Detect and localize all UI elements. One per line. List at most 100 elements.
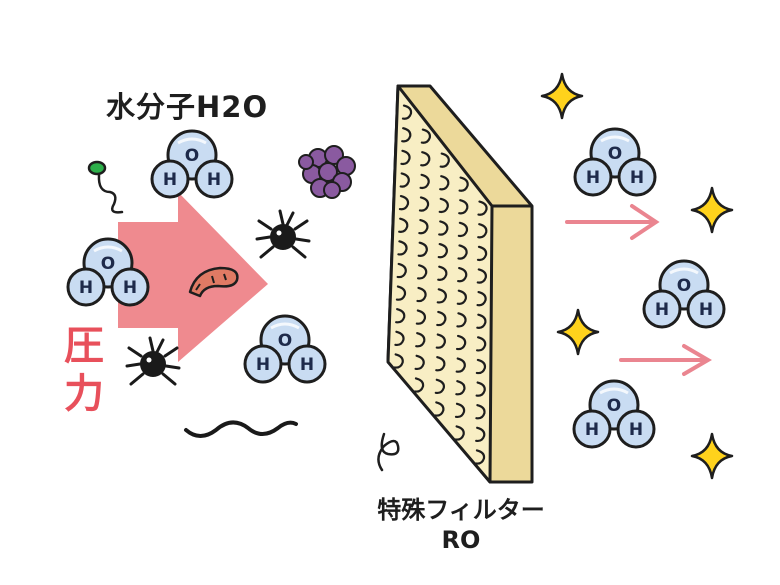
filter-pore [476,290,487,307]
filter-label: 特殊フィルター [377,496,545,524]
water-molecule-icon: O H H [572,379,656,449]
hydrogen-label: H [655,300,669,320]
oxygen-label: O [608,144,622,164]
filter-pore [475,426,486,443]
filter-pore [398,194,410,211]
filter-pore [400,149,411,166]
sparkle-icon [690,432,734,480]
filter-pore [457,266,468,283]
ro-filter-icon [386,84,534,484]
filter-pore [477,200,488,216]
hydrogen-label: H [163,170,177,190]
sparkle-icon [540,72,584,120]
filter-pore [418,196,430,212]
water-molecule-icon: O H H [66,237,150,307]
filter-pore [475,358,487,375]
filter-pore [455,334,467,351]
filter-pore [393,353,404,369]
filter-pore [436,288,447,304]
filter-pore [395,308,406,324]
filter-pore [476,313,487,329]
hydrogen-label: H [699,300,713,320]
filter-pore [457,244,468,260]
filter-pore [455,357,466,373]
filter-pore [438,197,449,214]
filter-sublabel: RO [441,526,481,554]
water-molecule-icon: O H H [642,259,726,329]
filter-pore [439,152,450,168]
filter-pore [477,223,488,239]
virus-icon [125,336,181,386]
filter-pore [396,262,407,279]
filter-pore [474,449,486,465]
filter-pore [475,336,487,352]
flow-arrow-icon [619,344,712,376]
oxygen-label: O [101,254,115,274]
pressure-label: 圧 力 [54,322,114,418]
filter-pore [456,289,467,305]
filter-pore [436,310,447,327]
filter-pore [419,173,430,190]
oxygen-label: O [677,276,691,296]
hydrogen-label: H [586,168,600,188]
water-molecule-icon: O H H [573,127,657,197]
hydrogen-label: H [300,355,314,375]
sparkle-icon [690,186,734,234]
filter-pore [420,151,431,167]
filter-pore [415,332,426,348]
filter-pore [434,378,445,395]
hydrogen-label: H [207,170,221,190]
filter-pore [397,240,408,256]
filter-pore [401,104,413,120]
filter-pore [456,312,467,328]
filter-pore [437,242,448,259]
water-molecule-icon: O H H [243,314,327,384]
filter-pore [458,199,469,215]
hydrogen-label: H [79,278,93,298]
oxygen-label: O [607,396,621,416]
filter-pore [458,176,469,192]
filter-pore [435,356,446,372]
pressure-arrow-icon [118,192,268,362]
grape-cluster-icon [298,145,356,199]
filter-pore [418,218,429,235]
flow-arrow-icon [565,204,660,240]
filter-pore [476,245,488,262]
hydrogen-label: H [629,420,643,440]
bacteria-icon [188,266,239,298]
filter-pore [401,127,412,143]
pressure-char: 圧 [64,323,104,369]
oxygen-label: O [278,331,292,351]
filter-pore [395,285,407,301]
virus-icon [255,209,311,259]
hydrogen-label: H [123,278,137,298]
filter-pore [475,404,486,420]
hydrogen-label: H [585,420,599,440]
filter-pore [457,221,469,238]
filter-pore [454,425,465,441]
water-molecule-icon: O H H [150,129,234,199]
filter-pore [475,381,486,397]
sparkle-icon [556,308,600,356]
filter-pore [417,241,428,257]
oxygen-label: O [185,146,199,166]
filter-pore [414,354,425,371]
filter-pore [420,128,432,144]
squiggle-icon [184,420,298,438]
filter-pore [434,401,445,417]
filter-pore [394,330,405,347]
title-label: 水分子H2O [106,90,269,124]
filter-pore [415,309,427,325]
pressure-char: 力 [64,371,104,417]
hydrogen-label: H [256,355,270,375]
filter-pore [476,268,487,284]
seed-sprout-icon [87,160,124,214]
filter-pore [454,402,466,419]
filter-pore [438,220,449,236]
filter-pore [455,380,466,396]
curl-icon [377,432,400,472]
filter-pore [437,265,448,281]
filter-pore [413,377,425,393]
filter-pore [439,175,450,191]
filter-pore [399,172,410,188]
